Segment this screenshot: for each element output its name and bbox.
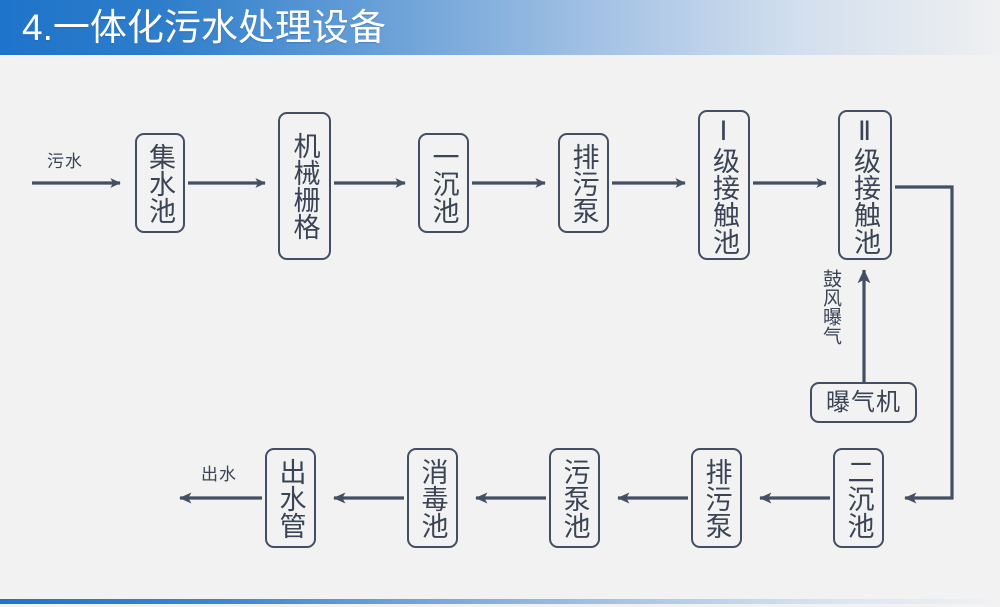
node-jishuichi-label: 集水池 xyxy=(145,142,176,224)
node-paiwubeng-2-label: 排污泵 xyxy=(701,457,732,539)
node-baoqiji-label: 曝气机 xyxy=(826,388,901,416)
node-chushuiguan[interactable]: 出水管 xyxy=(265,448,316,548)
label-inlet: 污水 xyxy=(47,152,83,171)
node-paiwubeng-1-label: 排污泵 xyxy=(568,142,599,224)
node-yichenchi[interactable]: 一沉池 xyxy=(418,133,469,233)
node-erchenchi[interactable]: 二沉池 xyxy=(833,448,884,548)
label-aeration: 鼓风曝气 xyxy=(820,269,841,345)
node-jixieshange-label: 机械栅格 xyxy=(289,132,320,240)
label-outlet: 出水 xyxy=(201,465,237,484)
wire-jiejiaochi2-erchenchi xyxy=(895,185,954,504)
node-jiejiaochi-2-label: Ⅱ级接触池 xyxy=(850,115,881,255)
node-jishuichi[interactable]: 集水池 xyxy=(135,133,185,233)
page-footer-bar xyxy=(0,599,1000,604)
node-paiwubeng-1[interactable]: 排污泵 xyxy=(558,133,609,233)
node-jiejiaochi-1[interactable]: Ⅰ级接触池 xyxy=(698,110,750,260)
connector-wires xyxy=(32,178,954,504)
node-jiejiaochi-1-label: Ⅰ级接触池 xyxy=(709,115,740,255)
node-xiaoduchi-label: 消毒池 xyxy=(417,457,448,539)
node-wubengchi-label: 污泵池 xyxy=(559,457,590,539)
node-jiejiaochi-2[interactable]: Ⅱ级接触池 xyxy=(838,110,892,260)
node-baoqiji[interactable]: 曝气机 xyxy=(810,382,917,423)
flow-diagram-canvas: 污水 出水 鼓风曝气 集水池 机械栅格 一沉池 排污泵 Ⅰ级接触池 Ⅱ级接触池 … xyxy=(0,55,1000,599)
page-title: 4.一体化污水处理设备 xyxy=(22,7,386,48)
node-chushuiguan-label: 出水管 xyxy=(275,457,306,539)
node-erchenchi-label: 二沉池 xyxy=(843,457,874,539)
node-jixieshange[interactable]: 机械栅格 xyxy=(278,112,331,260)
node-xiaoduchi[interactable]: 消毒池 xyxy=(407,448,458,548)
node-wubengchi[interactable]: 污泵池 xyxy=(549,448,600,548)
node-yichenchi-label: 一沉池 xyxy=(428,142,459,224)
page-header-bar: 4.一体化污水处理设备 xyxy=(0,0,1000,55)
node-paiwubeng-2[interactable]: 排污泵 xyxy=(691,448,742,548)
